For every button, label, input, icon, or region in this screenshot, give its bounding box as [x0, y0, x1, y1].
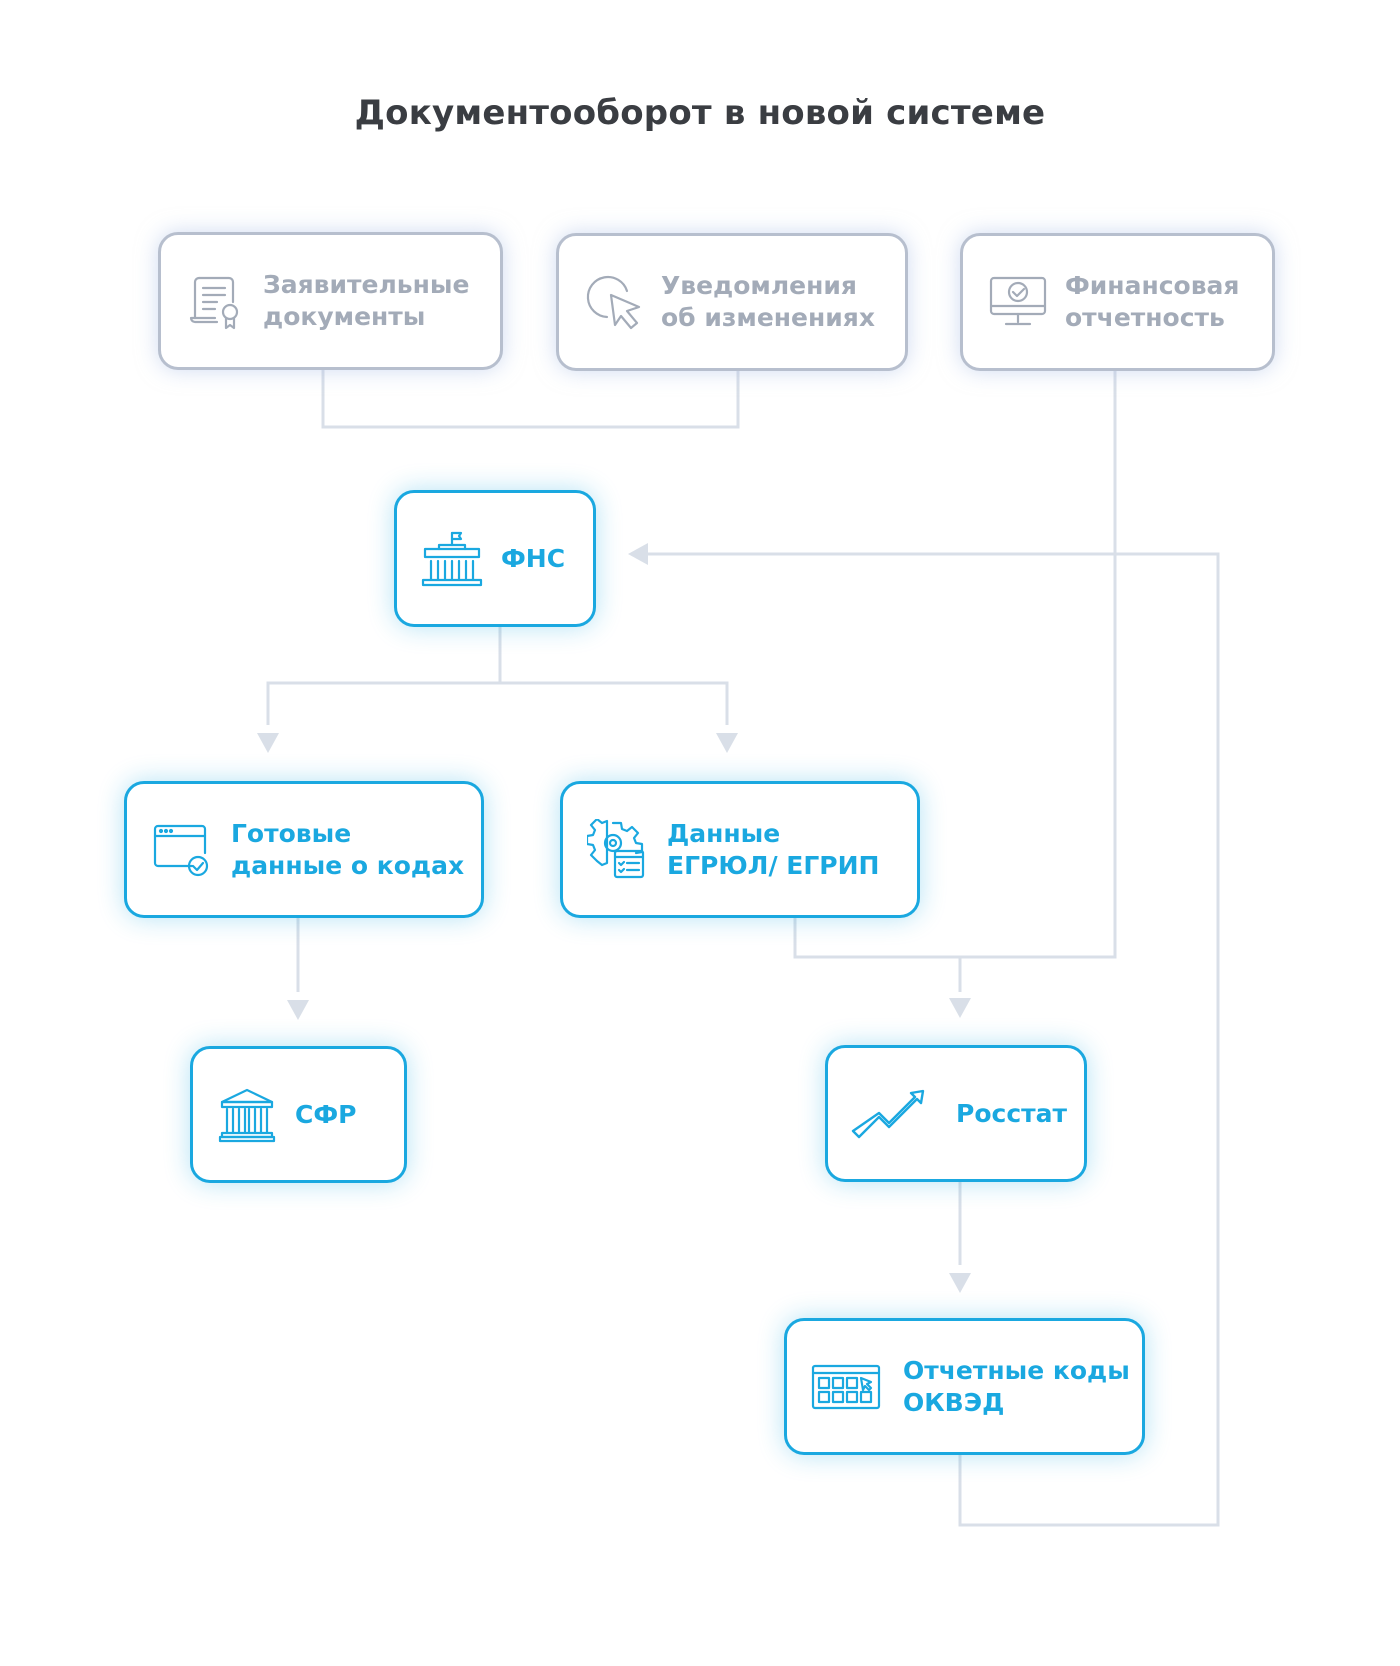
- node-label: СФР: [295, 1099, 356, 1131]
- arrowhead-to-okved: [949, 1273, 971, 1293]
- label-line: Росстат: [956, 1098, 1067, 1128]
- diagram-title: Документооборот в новой системе: [354, 93, 1046, 133]
- label-line: ФНС: [501, 543, 566, 573]
- trending-up-arrow-icon: [850, 1087, 936, 1141]
- connector-fns-egrul: [500, 681, 729, 725]
- gear-checklist-icon: [587, 818, 649, 881]
- arrowhead-to-ready-codes: [257, 733, 279, 753]
- node-ready-code-data: Готовые данные о кодах: [124, 781, 484, 918]
- node-rosstat: Росстат: [825, 1045, 1087, 1182]
- node-okved-report-codes: Отчетные коды ОКВЭД: [784, 1318, 1145, 1455]
- cursor-click-icon: [583, 271, 645, 333]
- arrowhead-to-fns: [628, 543, 648, 565]
- label-line: документы: [263, 302, 426, 331]
- label-line: отчетность: [1065, 303, 1225, 332]
- node-label: Отчетные коды ОКВЭД: [903, 1355, 1130, 1419]
- label-line: Готовые: [231, 818, 352, 848]
- label-line: ЕГРЮЛ/ ЕГРИП: [667, 850, 880, 880]
- node-label: Финансовая отчетность: [1065, 270, 1239, 334]
- node-label: Готовые данные о кодах: [231, 818, 464, 882]
- connector-financial-rosstat: [960, 370, 1117, 959]
- node-label: ФНС: [501, 543, 565, 575]
- node-label: Росстат: [956, 1098, 1067, 1130]
- arrowhead-to-rosstat: [949, 998, 971, 1018]
- label-line: данные о кодах: [231, 850, 465, 880]
- monitor-check-icon: [987, 274, 1049, 330]
- certificate-document-icon: [185, 272, 247, 330]
- connector-egrul-rosstat: [793, 914, 962, 992]
- label-line: об изменениях: [661, 303, 875, 332]
- node-statement-documents: Заявительные документы: [158, 232, 503, 370]
- connector-fns-split: [266, 626, 502, 725]
- arrowhead-to-egrul: [716, 733, 738, 753]
- label-line: ОКВЭД: [903, 1387, 1005, 1417]
- node-sfr: СФР: [190, 1046, 407, 1183]
- label-line: СФР: [295, 1099, 357, 1129]
- table-grid-icon: [811, 1364, 881, 1410]
- label-line: Заявительные: [263, 270, 470, 299]
- node-label: Уведомления об изменениях: [661, 270, 875, 334]
- label-line: Уведомления: [661, 271, 857, 300]
- node-label: Данные ЕГРЮЛ/ ЕГРИП: [667, 818, 879, 882]
- label-line: Финансовая: [1065, 271, 1240, 300]
- arrowhead-to-sfr: [287, 1000, 309, 1020]
- label-line: Отчетные коды: [903, 1355, 1130, 1385]
- connector-okved-loop-fns: [640, 552, 1220, 1527]
- node-fns: ФНС: [394, 490, 596, 627]
- government-building-icon: [421, 529, 483, 589]
- bank-columns-icon: [217, 1086, 277, 1144]
- label-line: Данные: [667, 818, 781, 848]
- node-financial-reports: Финансовая отчетность: [960, 233, 1275, 371]
- node-label: Заявительные документы: [263, 269, 469, 333]
- connector-inputs-merge: [321, 370, 740, 429]
- node-egrul-egrip-data: Данные ЕГРЮЛ/ ЕГРИП: [560, 781, 920, 918]
- node-change-notices: Уведомления об изменениях: [556, 233, 908, 371]
- browser-window-check-icon: [151, 822, 213, 878]
